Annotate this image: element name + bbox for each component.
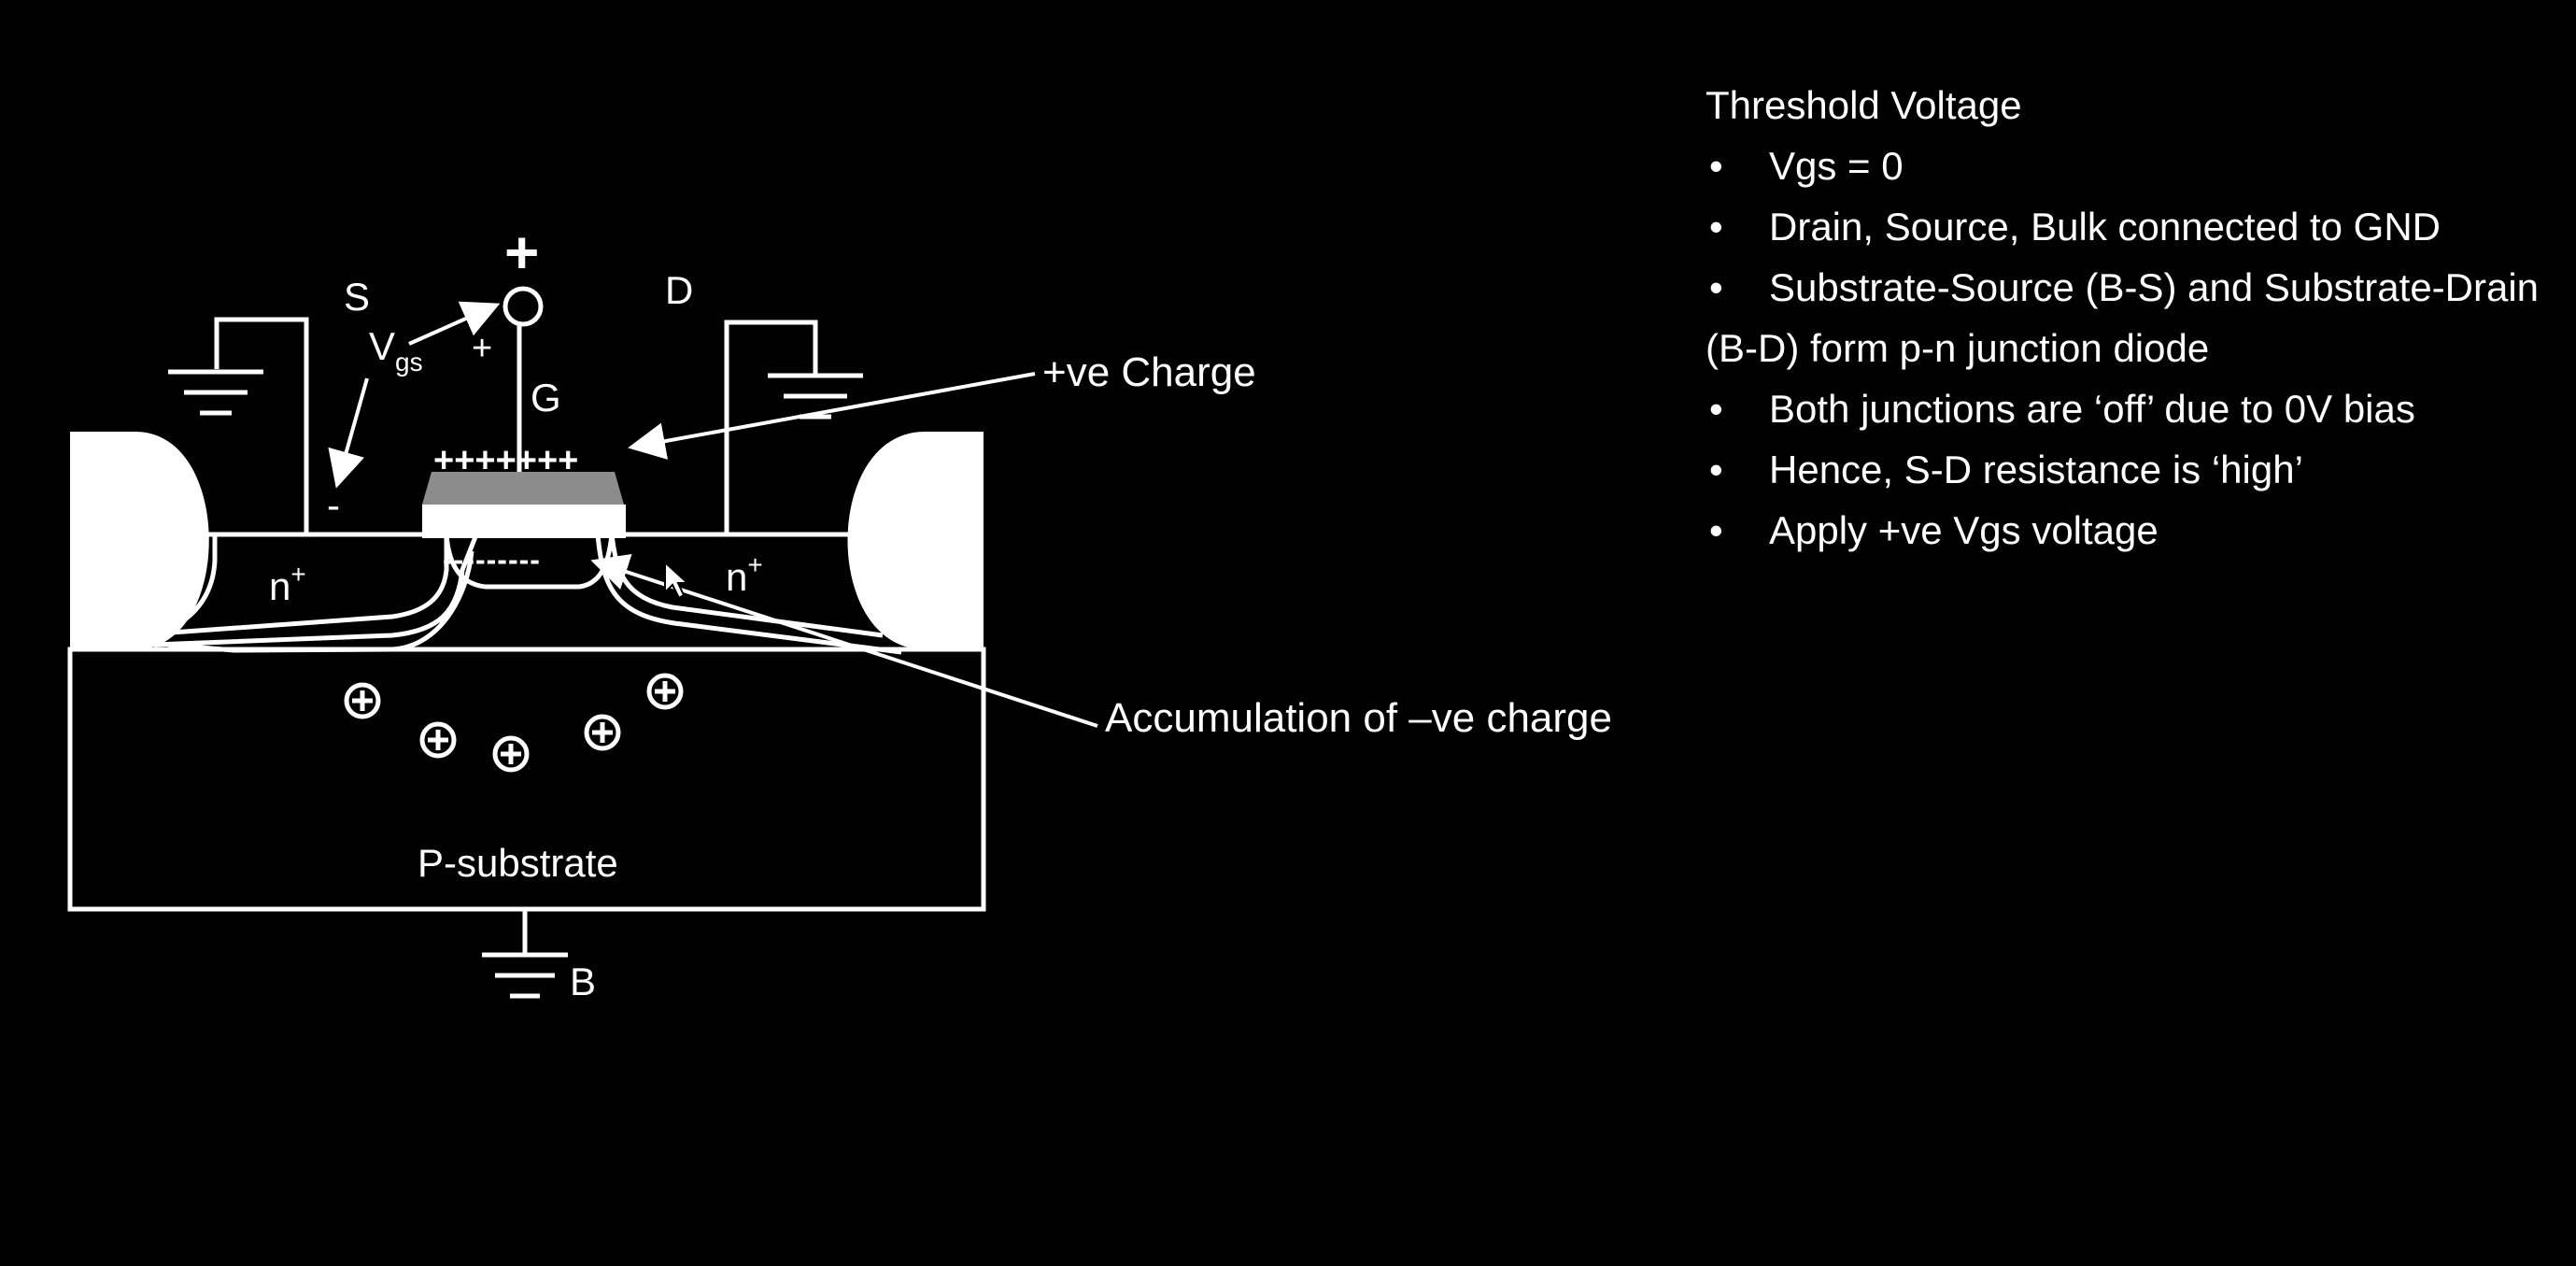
bulk-ground-icon <box>482 952 568 999</box>
note-bullet: Hence, S-D resistance is ‘high’ <box>1706 439 2565 500</box>
note-bullet: Vgs = 0 <box>1706 135 2565 196</box>
n-plus-right-label: n+ <box>726 550 763 599</box>
source-ground-icon <box>168 369 263 416</box>
positive-charge-annotation: +ve Charge <box>1042 349 1256 395</box>
hole-icon <box>649 676 681 707</box>
gate-plus-terminal-label: + <box>504 219 539 286</box>
note-bullet: Both junctions are ‘off’ due to 0V bias <box>1706 378 2565 439</box>
notes-panel: Threshold Voltage Vgs = 0 Drain, Source,… <box>1706 75 2565 561</box>
drain-ground-icon <box>768 373 863 420</box>
note-bullet: Drain, Source, Bulk connected to GND <box>1706 196 2565 257</box>
gate-charge-label: +++++++ <box>433 441 578 480</box>
hole-icon <box>347 685 378 717</box>
positive-charge-pointer <box>628 372 1036 460</box>
vgs-label: Vgs <box>369 324 423 377</box>
field-oxide-left <box>70 432 209 649</box>
negative-accumulation-annotation: Accumulation of –ve charge <box>1105 695 1612 741</box>
bulk-label: B <box>570 960 596 1003</box>
hole-icon <box>495 738 527 770</box>
vgs-minus-label: - <box>327 483 340 527</box>
channel-charge-label: --------- <box>443 543 541 576</box>
field-oxide-right <box>847 432 984 649</box>
vgs-arrow-to-source <box>328 377 369 489</box>
gate-terminal <box>502 286 544 327</box>
drain-label: D <box>665 268 693 312</box>
note-bullet: Apply +ve Vgs voltage <box>1706 500 2565 561</box>
depletion-envelope <box>167 550 474 653</box>
hole-icon <box>587 717 618 748</box>
note-bullet: Substrate-Source (B-S) and Substrate-Dra… <box>1706 257 2565 378</box>
mouse-cursor-icon <box>664 560 690 600</box>
gate-metal <box>422 472 624 505</box>
drain-depletion-edge <box>595 533 902 655</box>
gate-label: G <box>531 376 561 420</box>
notes-title: Threshold Voltage <box>1706 83 2022 127</box>
source-contact-wire <box>214 317 309 534</box>
vgs-arrow-to-gate <box>408 301 501 346</box>
p-substrate-label: P-substrate <box>418 841 618 885</box>
hole-icon <box>422 724 454 756</box>
n-plus-left-label: n+ <box>269 560 306 608</box>
source-n-plus-region <box>158 534 449 636</box>
source-label: S <box>344 275 370 319</box>
notes-list: Vgs = 0 Drain, Source, Bulk connected to… <box>1706 135 2565 561</box>
mosfet-diagram: +++++++ --------- + S D G B Vgs + - n+ n… <box>67 219 1612 1003</box>
vgs-plus-label: + <box>472 329 492 368</box>
gate-oxide <box>422 505 626 538</box>
